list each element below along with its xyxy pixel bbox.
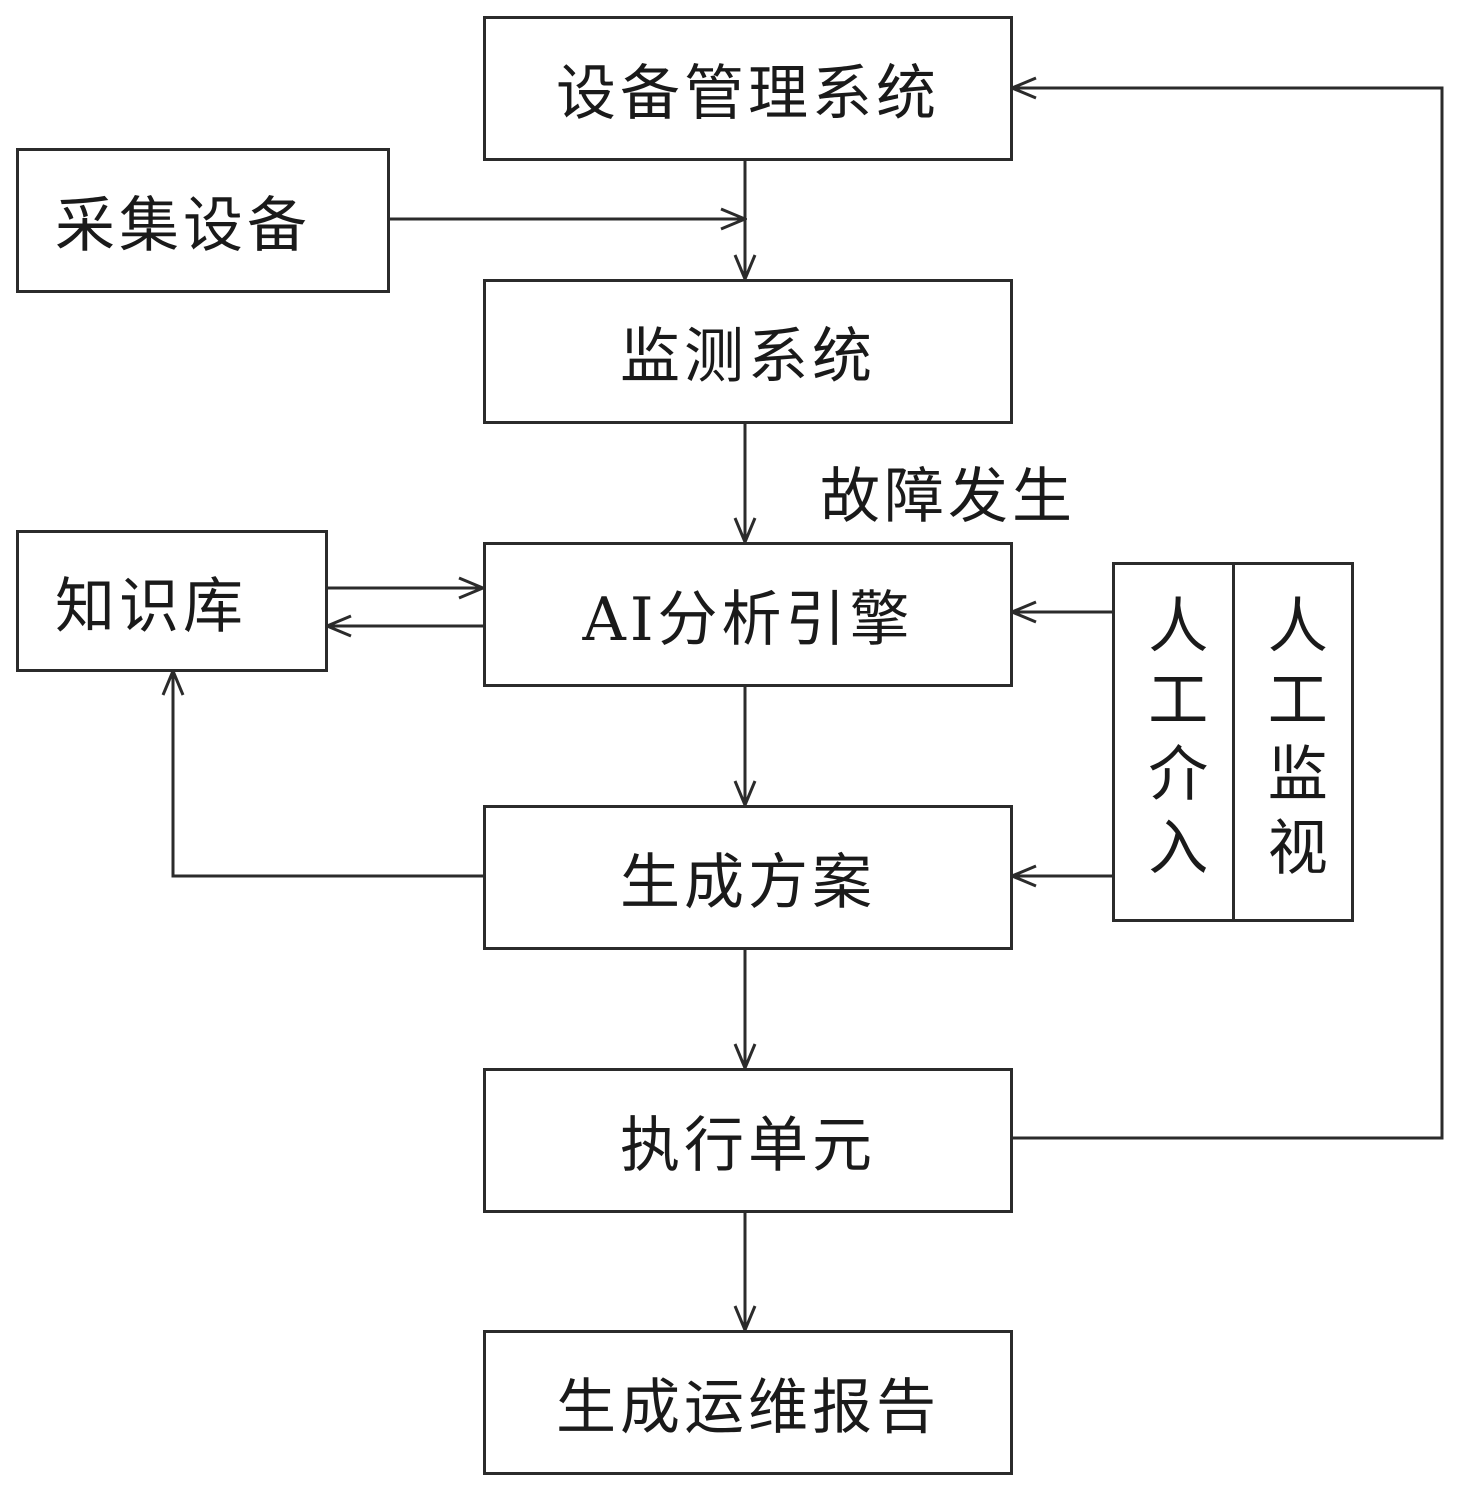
arrow-exec-to-device-loop [1012,88,1444,1140]
human-intervention-label: 人工介入 [1137,594,1208,890]
monitoring-system-box: 监测系统 [483,279,1013,424]
execution-unit-box: 执行单元 [483,1068,1013,1213]
ops-report-box: 生成运维报告 [483,1330,1013,1475]
collection-device-box: 采集设备 [16,148,390,293]
fault-occurs-label: 故障发生 [820,462,1076,532]
human-monitoring-label: 人工监视 [1231,565,1352,919]
human-panel: 人工介入 人工监视 [1112,562,1354,922]
device-management-box: 设备管理系统 [483,16,1013,161]
arrow-plan-to-kb [173,671,483,878]
ai-engine-box: AI分析引擎 [483,542,1013,687]
knowledge-base-box: 知识库 [16,530,328,672]
generate-plan-box: 生成方案 [483,805,1013,950]
